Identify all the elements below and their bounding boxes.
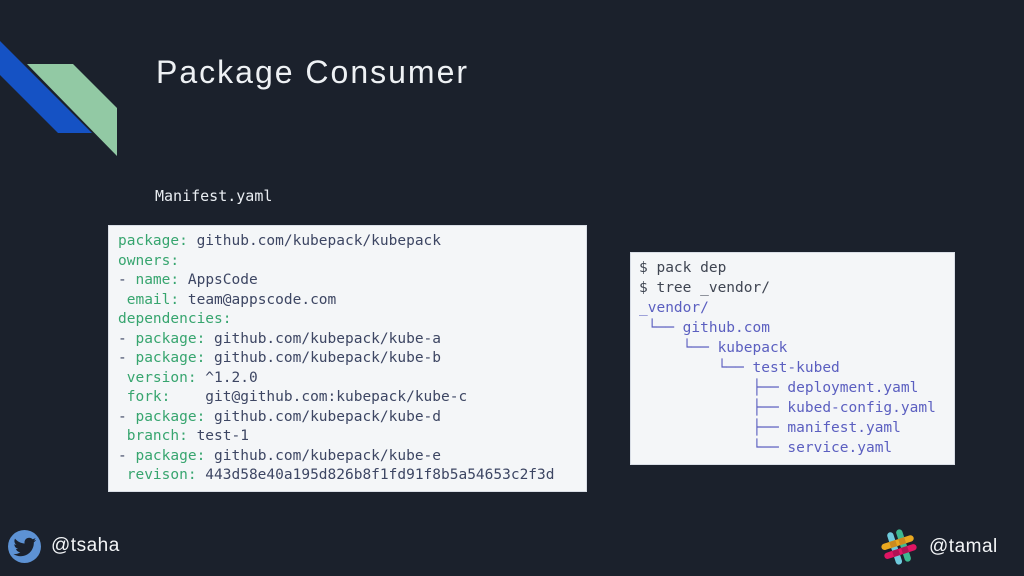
yaml-code-line: fork: git@github.com:kubepack/kube-c [126,389,468,405]
footer-right-handle: @tamal [876,522,998,572]
yaml-code-line: revison: 443d58e40a195d826b8f1fd91f8b5a5… [126,467,555,483]
yaml-code-line: - package: github.com/kubepack/kube-e [118,447,442,464]
twitter-icon [8,529,41,563]
footer-left-label: @tsaha [51,535,120,556]
blue-ribbon [0,41,92,133]
terminal-line: _vendor/ [639,300,709,316]
slack-icon [881,529,917,565]
yaml-code-line: - package: github.com/kubepack/kube-b [118,350,442,366]
terminal-line: └── github.com [639,320,770,336]
yaml-code-line: - package: github.com/kubepack/kube-a [118,330,442,347]
terminal-line: ├── manifest.yaml [639,420,901,436]
green-ribbon [27,64,117,156]
yaml-code-line: dependencies: [118,311,232,327]
terminal-line: └── service.yaml [639,440,893,456]
yaml-code-line: - package: github.com/kubepack/kube-d [118,408,442,425]
manifest-file-label: Manifest.yaml [155,187,273,205]
terminal-line: └── test-kubed [639,360,840,376]
terminal-output-block: $ pack dep $ tree _vendor/ _vendor/ └── gi… [630,252,955,465]
terminal-line: ├── deployment.yaml [639,380,919,396]
terminal-line: $ pack dep [639,260,727,276]
terminal-line: $ tree _vendor/ [639,280,770,296]
footer-right-label: @tamal [929,536,998,557]
manifest-yaml-block: package: github.com/kubepack/kubepack own… [108,225,587,492]
page-title: Package Consumer [156,54,470,90]
corner-ribbon-decoration [0,41,117,156]
yaml-code-line: version: ^1.2.0 [126,369,258,386]
yaml-code-line: package: github.com/kubepack/kubepack [118,233,442,249]
terminal-line: ├── kubed-config.yaml [639,400,936,416]
yaml-code-line: owners: [118,252,180,269]
yaml-code-line: email: team@appscode.com [126,291,337,308]
yaml-code-line: branch: test-1 [126,428,249,444]
footer-left-handle: @tsaha [8,524,120,568]
terminal-line: └── kubepack [639,340,788,356]
yaml-code-line: - name: AppsCode [118,272,258,288]
